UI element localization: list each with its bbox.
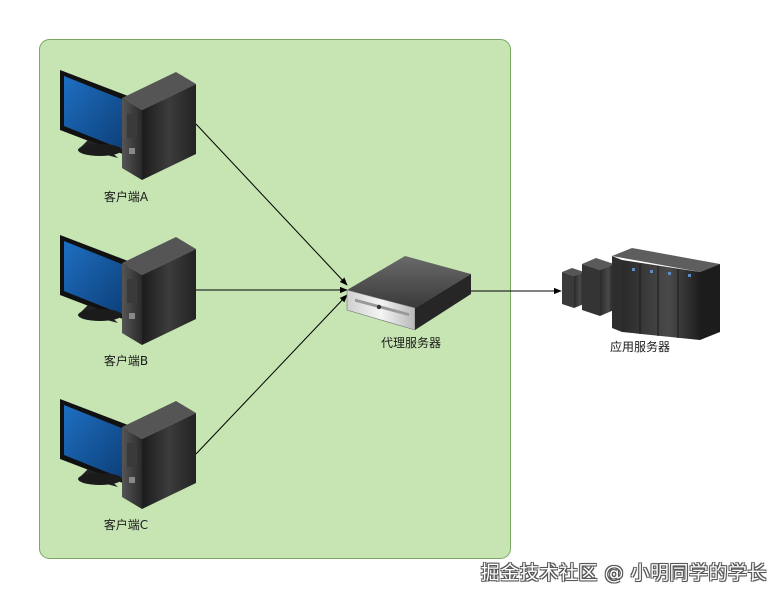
desktop-computer-icon — [60, 70, 196, 180]
desktop-computer-icon — [60, 235, 196, 345]
client-c-label: 客户端C — [104, 517, 148, 532]
client-b-label: 客户端B — [104, 353, 148, 368]
client-a-label: 客户端A — [104, 189, 149, 204]
client-b-node[interactable]: 客户端B — [60, 235, 196, 368]
rack-server-icon — [346, 256, 471, 331]
proxy-server-node[interactable]: 代理服务器 — [346, 256, 471, 350]
edge-client-c-to-proxy — [195, 294, 348, 455]
watermark-text: 掘金技术社区 @ 小明同学的学长 — [480, 562, 767, 584]
app-server-label: 应用服务器 — [610, 339, 670, 354]
edge-client-a-to-proxy — [195, 123, 348, 286]
app-server-node[interactable]: 应用服务器 — [562, 248, 720, 354]
desktop-computer-icon — [60, 399, 196, 509]
client-a-node[interactable]: 客户端A — [60, 70, 196, 204]
server-cluster-icon — [562, 248, 720, 340]
proxy-server-label: 代理服务器 — [381, 335, 441, 350]
client-c-node[interactable]: 客户端C — [60, 399, 196, 532]
